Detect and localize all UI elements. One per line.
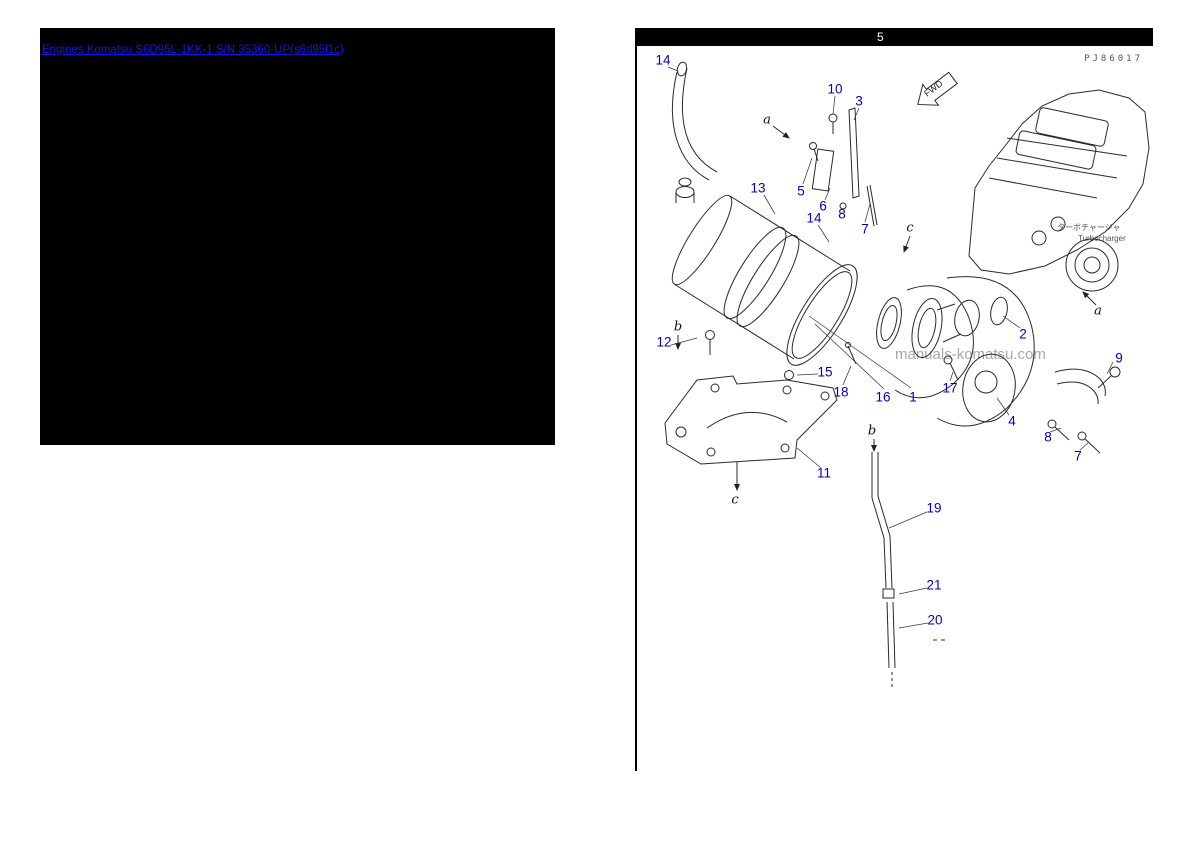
part-callout-8: 8 xyxy=(838,206,846,222)
part-callout-21: 21 xyxy=(926,577,942,593)
diagram-header-bar xyxy=(637,28,1153,46)
part-callout-5: 5 xyxy=(797,183,805,199)
part-callout-14: 14 xyxy=(806,210,822,226)
part-callout-16: 16 xyxy=(875,389,891,405)
part-callout-1: 1 xyxy=(909,389,917,405)
parts-diagram-panel: 5 PJ86017 manuals-komatsu.com ターボチャージャ T… xyxy=(635,28,1153,771)
diagram-page-number: 5 xyxy=(877,30,884,44)
manual-title-link[interactable]: Engines Komatsu S6D95L-1KK-1 S/N 35360-U… xyxy=(42,44,344,56)
view-letter-a: a xyxy=(1094,303,1102,319)
view-letter-a: a xyxy=(763,112,771,128)
part-callout-15: 15 xyxy=(817,364,833,380)
part-callout-19: 19 xyxy=(926,500,942,516)
part-callout-7: 7 xyxy=(1074,448,1082,464)
view-letter-b: b xyxy=(867,423,877,439)
part-callout-7: 7 xyxy=(861,221,869,237)
view-letter-c: c xyxy=(906,220,914,236)
part-callout-10: 10 xyxy=(827,81,843,97)
part-callout-11: 11 xyxy=(816,465,832,481)
diagram-line-art: FWD xyxy=(664,61,1150,690)
turbocharger-label-en: Turbocharger xyxy=(1078,234,1126,243)
part-callout-3: 3 xyxy=(855,93,863,109)
part-callout-18: 18 xyxy=(833,384,849,400)
view-letter-c: c xyxy=(731,492,739,508)
cover-image-black xyxy=(40,28,555,445)
part-callout-8: 8 xyxy=(1044,429,1052,445)
part-callout-12: 12 xyxy=(656,334,672,350)
drawing-code: PJ86017 xyxy=(1084,54,1143,64)
part-callout-9: 9 xyxy=(1115,350,1123,366)
part-callout-20: 20 xyxy=(927,612,943,628)
part-callout-13: 13 xyxy=(750,180,766,196)
part-callout-2: 2 xyxy=(1019,326,1027,342)
part-callout-17: 17 xyxy=(942,380,958,396)
view-letter-b: b xyxy=(673,319,683,335)
part-callout-6: 6 xyxy=(819,198,827,214)
turbocharger-label-jp: ターボチャージャ xyxy=(1057,223,1121,232)
part-callout-4: 4 xyxy=(1008,413,1016,429)
part-callout-14: 14 xyxy=(655,52,671,68)
